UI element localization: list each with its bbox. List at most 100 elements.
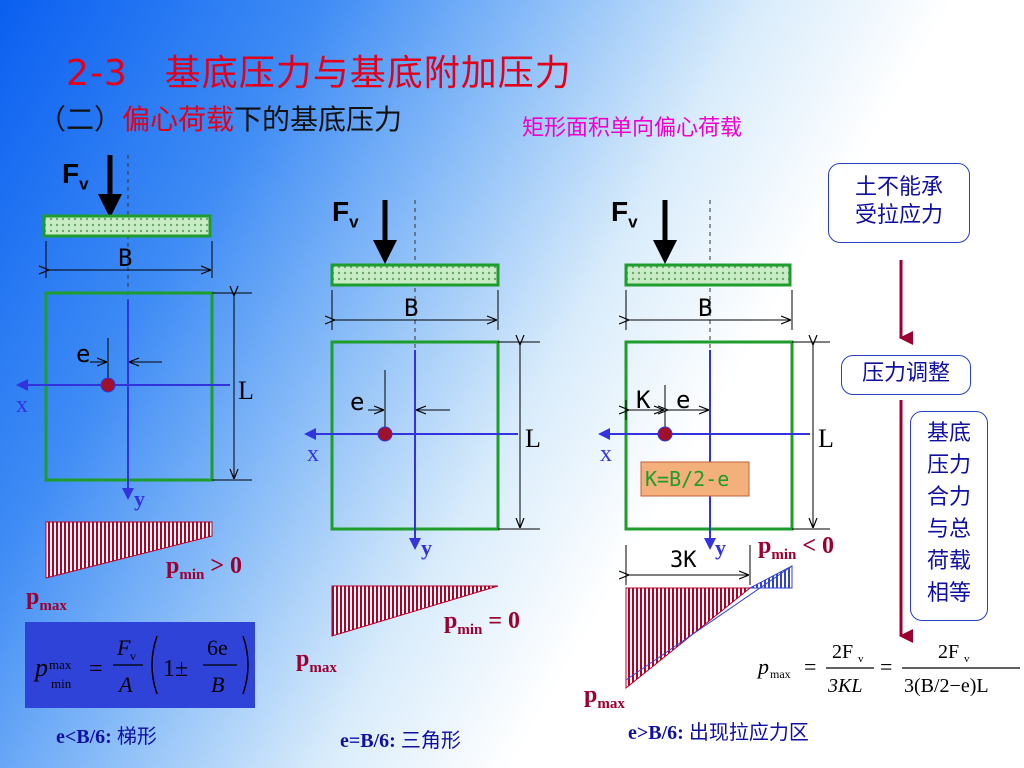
tension-zone: [749, 565, 793, 589]
formula-box-eccentric: p max min = F v A 1± 6e B: [25, 622, 255, 708]
caption-shape: 三角形: [400, 728, 461, 752]
p-symbol: p: [296, 646, 310, 672]
caption-shape: 梯形: [116, 724, 157, 748]
f1-num: F: [116, 635, 131, 660]
load-point: [377, 426, 393, 442]
section-subtitle: （二）偏心荷载下的基底压力: [38, 98, 402, 138]
caption-condition: e>B/6:: [628, 722, 684, 744]
diagram-case-1: [16, 155, 252, 579]
load-point: [657, 426, 673, 442]
f1-eq: =: [89, 656, 103, 682]
case-label: 矩形面积单向偏心荷载: [522, 116, 743, 141]
pressure-trapezoid: [45, 521, 213, 579]
note-line: 相等: [926, 581, 971, 606]
f2-num2-sub: v: [964, 653, 970, 665]
pmax-label: pmax: [296, 646, 337, 677]
f2-num2: 2F: [938, 641, 959, 663]
b-label: B: [118, 244, 133, 272]
p-sub: min: [179, 566, 205, 583]
note-line: 基底: [926, 421, 971, 446]
k-definition-box: [640, 461, 750, 497]
f2-num-sub: v: [858, 653, 864, 665]
condition: < 0: [802, 533, 835, 559]
caption-case-2: e=B/6: 三角形: [340, 724, 461, 753]
pressure-triangle: [331, 585, 499, 637]
p-sub: min: [457, 621, 483, 638]
f2-num: 2F: [832, 641, 853, 663]
note-resultant-equal: 基底 压力 合力 与总 荷载 相等: [910, 411, 988, 621]
pmin-label: pmin < 0: [758, 533, 834, 564]
p-sub: max: [597, 695, 625, 712]
l-label: L: [525, 424, 541, 453]
f1-paren-right: [242, 635, 249, 695]
x-label: x: [16, 392, 28, 418]
x-label: x: [307, 441, 319, 467]
f2-eq2: =: [880, 654, 892, 679]
fv-symbol: F: [62, 158, 80, 189]
f2-eq: =: [804, 654, 816, 679]
fv-label: Fv: [62, 158, 89, 195]
fv-sub: v: [628, 212, 638, 232]
fv-label: Fv: [611, 196, 638, 233]
note-line: 受拉应力: [854, 203, 943, 228]
footing: [42, 214, 212, 238]
x-label: x: [600, 441, 612, 467]
note-line: 压力: [926, 453, 971, 478]
caption-case-3: e>B/6: 出现拉应力区: [628, 716, 809, 745]
f1-frac-den: B: [211, 672, 224, 697]
load-point: [100, 377, 116, 393]
e-label: e: [676, 386, 691, 414]
page-title: 2-3 基底压力与基底附加压力: [66, 53, 572, 94]
y-label: y: [715, 535, 726, 560]
pmax-label: pmax: [584, 682, 625, 713]
diagram-case-3: [598, 200, 830, 690]
fv-sub: v: [349, 212, 359, 232]
l-label: L: [238, 376, 254, 405]
p-symbol: p: [584, 682, 598, 708]
p-sub: min: [771, 546, 797, 563]
original-pressure-line: [625, 565, 793, 681]
f1-sub-bot: min: [51, 676, 72, 691]
subtitle-highlight: 偏心荷载: [122, 103, 235, 136]
caption-case-1: e<B/6: 梯形: [56, 720, 157, 749]
f2-den1: 3KL: [827, 675, 862, 697]
diagram-case-2: [304, 200, 540, 637]
fv-label: Fv: [332, 196, 359, 233]
3k-label: 3K: [670, 548, 697, 573]
b-label: B: [698, 294, 713, 322]
fv-symbol: F: [611, 196, 629, 227]
load-arrow-head: [653, 240, 677, 264]
subtitle-prefix: （二）: [38, 103, 123, 136]
l-label: L: [818, 424, 834, 453]
f1-sub-top: max: [49, 657, 72, 672]
p-symbol: p: [758, 533, 772, 559]
k-label: K: [636, 386, 651, 414]
p-sub: max: [309, 659, 337, 676]
footing: [330, 263, 500, 287]
f1-num-sub: v: [130, 649, 136, 663]
caption-shape: 出现拉应力区: [688, 720, 809, 744]
f1-frac-num: 6e: [207, 635, 228, 660]
f1-one-pm: 1±: [163, 656, 188, 682]
load-arrow-head: [373, 240, 397, 264]
note-pressure-adjust: 压力调整: [841, 355, 971, 395]
fv-symbol: F: [332, 196, 350, 227]
pmin-label: pmin = 0: [444, 608, 520, 639]
b-label: B: [404, 294, 419, 322]
f1-den: A: [117, 672, 133, 697]
note-line: 土不能承: [854, 175, 943, 200]
fv-sub: v: [79, 174, 89, 194]
footing: [624, 263, 792, 287]
e-label: e: [76, 340, 91, 368]
subtitle-suffix: 下的基底压力: [234, 103, 403, 136]
caption-condition: e<B/6:: [56, 726, 112, 748]
note-line: 荷载: [926, 549, 971, 574]
condition: > 0: [210, 553, 243, 579]
note-line: 与总: [926, 517, 971, 542]
e-label: e: [350, 388, 365, 416]
f2-sub: max: [770, 667, 791, 681]
y-label: y: [134, 486, 145, 511]
k-definition: K=B/2-e: [645, 467, 730, 491]
pmin-label: pmin > 0: [166, 553, 242, 584]
p-sub: max: [39, 597, 67, 614]
